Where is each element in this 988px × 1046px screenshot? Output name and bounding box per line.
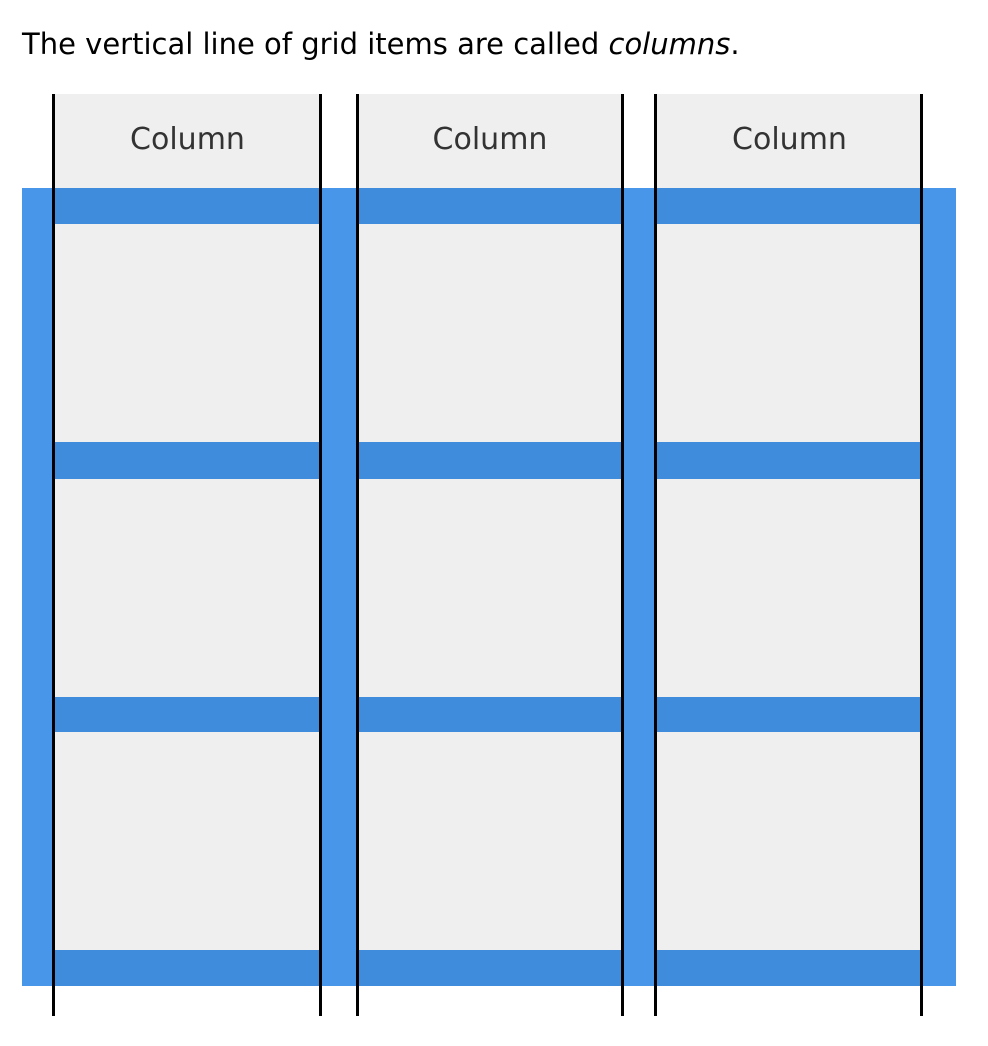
row-gap xyxy=(358,442,622,479)
column-label-3: Column xyxy=(732,122,847,157)
row-gap xyxy=(55,442,320,479)
grid-cell xyxy=(657,479,922,697)
row-gap xyxy=(657,950,922,986)
caption-emphasis: columns xyxy=(608,27,731,61)
column-header-2: Column xyxy=(358,94,622,188)
caption-period: . xyxy=(730,27,740,61)
column-line xyxy=(621,94,624,1016)
column-line xyxy=(356,94,359,1016)
row-gap xyxy=(55,950,320,986)
row-gap xyxy=(657,188,922,224)
row-gap xyxy=(55,188,320,224)
grid-cell xyxy=(55,224,320,442)
grid-cell xyxy=(657,732,922,950)
column-line xyxy=(920,94,923,1016)
column-label-1: Column xyxy=(130,122,245,157)
grid-cell xyxy=(358,732,622,950)
grid-cell xyxy=(55,479,320,697)
grid-cell xyxy=(55,732,320,950)
row-gap xyxy=(55,697,320,732)
grid-cell xyxy=(358,479,622,697)
column-header-3: Column xyxy=(657,94,922,188)
column-line xyxy=(654,94,657,1016)
column-line xyxy=(319,94,322,1016)
column-label-2: Column xyxy=(432,122,548,157)
row-gap xyxy=(657,697,922,732)
column-header-1: Column xyxy=(55,94,320,188)
row-gap xyxy=(657,442,922,479)
caption: The vertical line of grid items are call… xyxy=(22,24,740,64)
row-gap xyxy=(358,950,622,986)
row-gap xyxy=(358,697,622,732)
grid-cell xyxy=(657,224,922,442)
column-line xyxy=(52,94,55,1016)
caption-text: The vertical line of grid items are call… xyxy=(22,27,609,61)
row-gap xyxy=(358,188,622,224)
grid-cell xyxy=(358,224,622,442)
